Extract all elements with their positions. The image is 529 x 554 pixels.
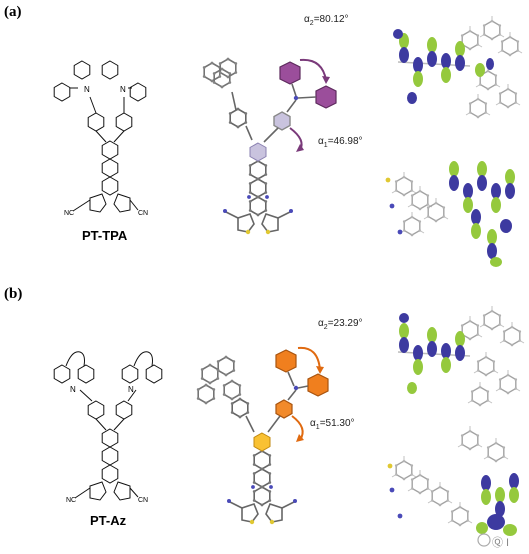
core-ring-highlight-b: [253, 432, 271, 452]
n-atom-left-a: N: [84, 85, 90, 94]
cn-label-left-b: NC: [66, 497, 76, 504]
panel-label-b: (b): [4, 286, 23, 302]
cn-label-left-a: NC: [64, 210, 74, 217]
n-atom-right-a: N: [120, 85, 126, 94]
n-atom-left-b: N: [70, 385, 76, 394]
orbital-homo-pt-tpa: [393, 15, 523, 120]
angle-label-a1-pt-az: α1=51.30°: [310, 418, 355, 431]
structure-2d-pt-tpa: N N NC CN: [53, 60, 148, 217]
angle-label-a2-pt-az: α2=23.29°: [318, 318, 363, 331]
rotation-arrow-b1: [291, 415, 304, 441]
structure-3d-pt-tpa: [202, 56, 337, 235]
orbital-lumo-pt-az: [387, 425, 519, 536]
cn-label-right-a: CN: [138, 210, 148, 217]
watermark-text: Ⓠ I: [492, 537, 510, 549]
donor-ring-highlight-a2: [315, 85, 337, 109]
n-atom-right-b: N: [128, 385, 134, 394]
phenyl-highlight-b: [275, 399, 293, 419]
cn-label-right-b: CN: [138, 497, 148, 504]
rotation-arrow-a2: [299, 58, 327, 81]
rotation-arrow-b2: [297, 346, 321, 371]
watermark-icon: [477, 533, 491, 547]
phenyl-highlight-a: [273, 111, 291, 131]
structure-2d-pt-az: N N NC CN: [53, 351, 163, 504]
donor-ring-highlight-b2: [307, 373, 329, 397]
angle-label-a1-pt-tpa: α1=46.98°: [318, 136, 363, 149]
donor-ring-highlight-b1: [275, 349, 297, 373]
molecule-name-pt-az: PT-Az: [90, 513, 127, 528]
angle-label-a2-pt-tpa: α2=80.12°: [304, 14, 349, 27]
structure-3d-pt-az: [196, 346, 329, 524]
molecule-name-pt-tpa: PT-TPA: [82, 228, 128, 243]
orbital-lumo-pt-tpa: [385, 161, 515, 267]
panel-label-a: (a): [4, 4, 22, 20]
donor-ring-highlight-a1: [279, 61, 301, 85]
orbital-homo-pt-az: [397, 305, 525, 407]
core-ring-highlight-a: [249, 142, 267, 162]
